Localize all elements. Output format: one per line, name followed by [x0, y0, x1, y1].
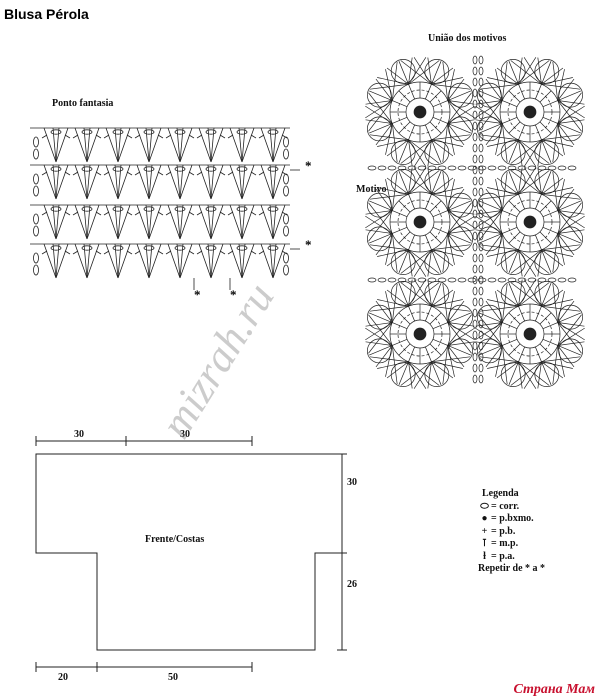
legend: Legenda ⬭ = corr. ● = p.bxmo. + = p.b. ⊺…	[478, 488, 545, 576]
legend-item: ⊺ = m.p.	[478, 538, 545, 551]
legend-item: ƚ = p.a.	[478, 551, 545, 564]
dim-top-right: 30	[180, 429, 190, 440]
repeat-marker: *	[230, 287, 237, 302]
legend-item: ● = p.bxmo.	[478, 513, 545, 526]
plus-single-crochet-icon: +	[481, 525, 488, 537]
crochet-motif	[365, 279, 475, 389]
legend-item-text: = p.bxmo.	[491, 513, 534, 524]
motif-label: Motivo	[356, 184, 387, 195]
legend-item-text: = m.p.	[491, 538, 519, 549]
legend-item: + = p.b.	[478, 526, 545, 539]
crochet-motif	[475, 167, 585, 277]
piece-outline	[35, 453, 343, 651]
legend-item-text: = p.b.	[491, 525, 516, 537]
legend-item-text: = corr.	[491, 500, 520, 512]
crochet-motif	[365, 57, 475, 167]
crochet-motif	[475, 57, 585, 167]
motif-join-label: União dos motivos	[428, 33, 507, 44]
stitch-pattern-label: Ponto fantasia	[52, 98, 114, 109]
corner-watermark: Страна Мам	[513, 682, 595, 697]
dim-top-left: 30	[74, 429, 84, 440]
dim-bottom-right: 50	[168, 672, 178, 683]
legend-item-text: = p.a.	[491, 550, 515, 562]
dot-slip-stitch-icon: ●	[481, 513, 488, 524]
repeat-marker: *	[305, 237, 312, 252]
dim-right-lower: 26	[347, 579, 357, 590]
repeat-note: Repetir de * a *	[478, 563, 546, 574]
crochet-motif	[475, 279, 585, 389]
stitch-symbols	[30, 127, 300, 290]
piece-label: Frente/Costas	[145, 534, 205, 545]
crochet-motif	[365, 167, 475, 277]
repeat-marker: *	[194, 287, 201, 302]
join-chains	[367, 55, 577, 384]
legend-title: Legenda	[482, 488, 519, 499]
half-double-icon: ⊺	[481, 538, 488, 549]
oval-chain-icon: ⬭	[480, 500, 489, 512]
page-title: Blusa Pérola	[4, 6, 89, 22]
legend-item: ⬭ = corr.	[478, 501, 545, 514]
dim-right-upper: 30	[347, 477, 357, 488]
dim-bottom-left: 20	[58, 672, 68, 683]
repeat-marker: *	[305, 158, 312, 173]
double-crochet-icon: ƚ	[483, 550, 486, 562]
